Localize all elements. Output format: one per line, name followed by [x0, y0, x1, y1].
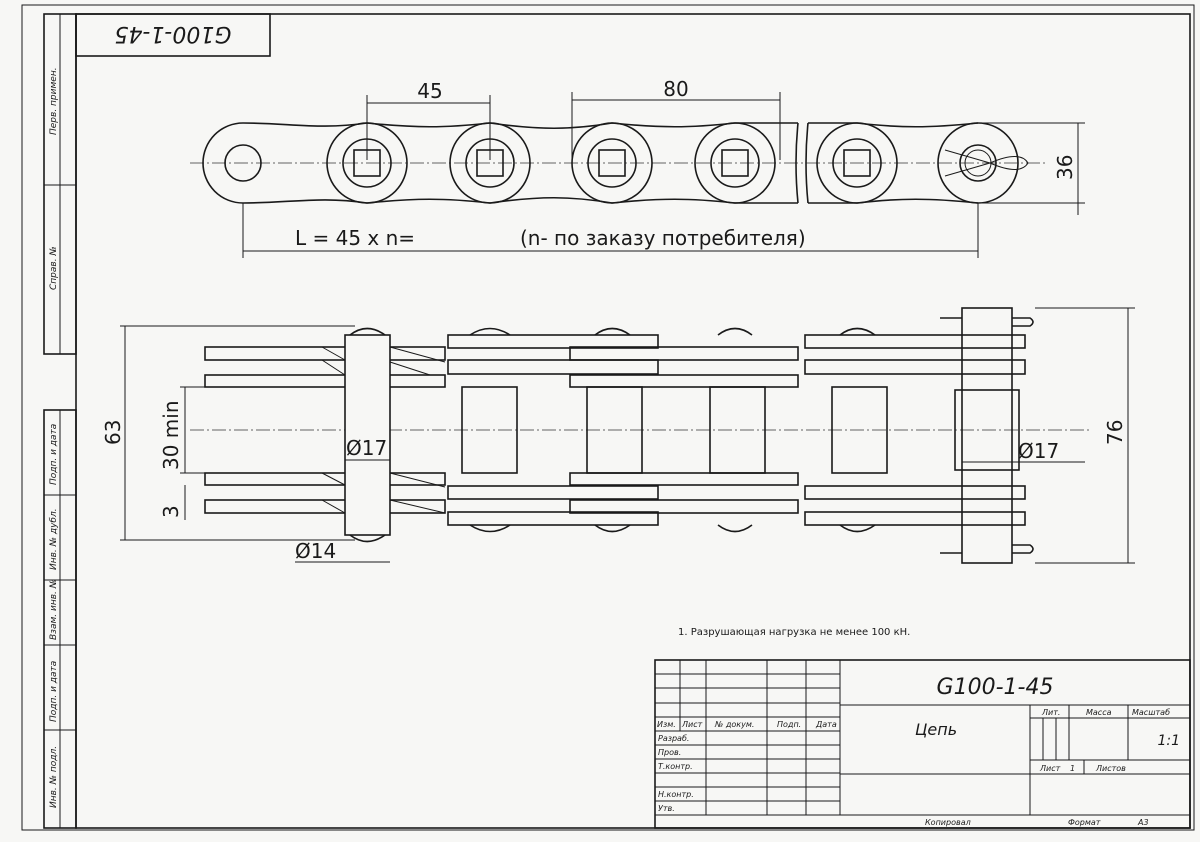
dim-inner: 30 min — [159, 400, 183, 470]
side-strip: Перв. примен. Справ. № Подп. и дата Инв.… — [43, 13, 77, 829]
lit-label: Лит. — [1041, 708, 1060, 717]
role-label: Н.контр. — [658, 790, 694, 799]
role-label: Утв. — [658, 804, 675, 813]
length-note: (n- по заказу потребителя) — [520, 226, 806, 250]
header-sign: Подп. — [777, 720, 801, 729]
side-label: Взам. инв. № — [49, 579, 59, 640]
chain-top-view: 45 80 36 L = 45 x n= (n- по заказу потре… — [190, 77, 1085, 258]
dim-span: 80 — [663, 77, 688, 101]
side-label: Инв. № подл. — [49, 746, 59, 808]
dim-pin-right: Ø17 — [1018, 439, 1059, 463]
header-doc: № докум. — [714, 720, 754, 729]
dim-height: 36 — [1053, 155, 1077, 180]
side-label: Инв. № дубл. — [49, 508, 59, 570]
dim-overall: 63 — [101, 420, 125, 445]
dim-total: 76 — [1103, 420, 1127, 445]
format-value: А3 — [1137, 818, 1149, 827]
side-label: Подп. и дата — [49, 661, 59, 722]
role-label: Пров. — [658, 748, 681, 757]
dim-plate: 3 — [159, 505, 183, 518]
dim-roller: Ø17 — [346, 436, 387, 460]
scale-value: 1:1 — [1157, 733, 1180, 749]
sheets-label: Листов — [1095, 764, 1126, 773]
header-izm: Изм. — [657, 720, 676, 729]
inner-frame — [75, 13, 1191, 829]
dim-pitch: 45 — [417, 79, 442, 103]
scale-label: Масштаб — [1132, 708, 1170, 717]
role-label: Разраб. — [658, 734, 689, 743]
technical-note: 1. Разрушающая нагрузка не менее 100 кН. — [678, 627, 910, 638]
length-formula: L = 45 x n= — [295, 226, 415, 250]
side-label: Перв. примен. — [49, 67, 59, 135]
sheet-value: 1 — [1070, 764, 1075, 773]
sheet-label: Лист — [1039, 764, 1061, 773]
side-label: Справ. № — [49, 246, 59, 290]
outer-frame — [21, 4, 1195, 831]
chain-side-view: 63 30 min 3 Ø17 Ø14 Ø17 76 — [101, 307, 1135, 564]
stamp-text: G100-1-45 — [115, 21, 232, 46]
mass-label: Масса — [1086, 708, 1112, 717]
header-list: Лист — [681, 720, 703, 729]
role-label: Т.контр. — [658, 762, 693, 771]
header-date: Дата — [815, 720, 837, 729]
part-name: Цепь — [915, 720, 957, 739]
copied-label: Копировал — [925, 818, 971, 827]
side-label: Подп. и дата — [49, 424, 59, 485]
title-block: G100-1-45 Цепь Изм. Лист № докум. Подп. … — [654, 659, 1191, 829]
dim-pin: Ø14 — [295, 539, 336, 563]
format-label: Формат — [1068, 818, 1101, 827]
designation: G100-1-45 — [937, 675, 1054, 700]
designation-stamp: G100-1-45 — [75, 13, 271, 57]
